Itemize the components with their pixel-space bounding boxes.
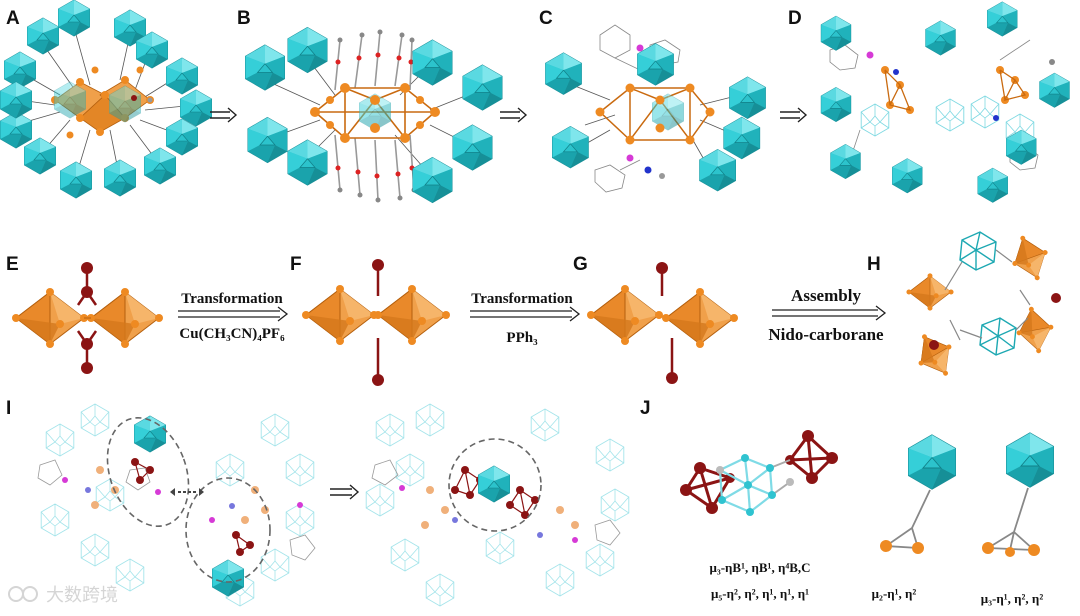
panel-label-b: B [237, 8, 251, 29]
reaction-e-f-bottom: Cu(CH₃CN)₄PF₆ [179, 326, 285, 342]
panel-b-structure [246, 28, 503, 203]
reaction-arrow-f-g: Transformation PPh₃ [470, 291, 579, 346]
reaction-arrow-e-f: Transformation Cu(CH₃CN)₄PF₆ [178, 291, 287, 342]
reaction-f-g-top: Transformation [471, 291, 573, 307]
panel-j-mode3 [982, 433, 1053, 557]
panel-label-e: E [6, 254, 19, 275]
panel-j-mode1 [680, 430, 838, 516]
reaction-f-g-bottom: PPh₃ [506, 330, 538, 346]
panel-label-f: F [290, 254, 302, 275]
panel-label-j: J [640, 398, 651, 419]
reaction-e-f-top: Transformation [181, 291, 283, 307]
arrow-c-d [780, 108, 806, 122]
panel-h-assembly [906, 229, 1061, 384]
mode1-label-line1: μ₃-ηB¹, ηB¹, η⁴B,C [709, 560, 810, 575]
arrow-i [330, 485, 358, 499]
arrow-a-b [210, 108, 236, 122]
panel-i-left-structure [38, 404, 315, 606]
reaction-g-h-top: Assembly [791, 286, 861, 305]
watermark-text: 大数跨境 [46, 585, 118, 606]
arrow-b-c [500, 108, 526, 122]
watermark: 大数跨境 [9, 585, 118, 606]
reaction-g-h-bottom: Nido-carborane [768, 325, 884, 344]
panel-label-g: G [573, 254, 588, 275]
panel-j-mode2 [880, 435, 955, 554]
reaction-arrow-g-h: Assembly Nido-carborane [768, 286, 885, 344]
panel-label-i: I [6, 398, 11, 419]
panel-label-d: D [788, 8, 802, 29]
panel-c-structure [546, 25, 766, 192]
panel-label-h: H [867, 254, 881, 275]
panel-d-structure [821, 2, 1069, 202]
panel-a-structure [0, 0, 211, 198]
panel-e-cluster [12, 262, 163, 374]
mode2-label: μ₂-η¹, η² [872, 586, 917, 601]
panel-label-a: A [6, 8, 20, 29]
panel-f-cluster [302, 259, 450, 386]
mode3-label: μ₃-η¹, η², η² [981, 591, 1044, 606]
mode1-label-line2: μ₅-η², η², η¹, η¹, η¹ [711, 586, 809, 601]
panel-g-cluster [587, 262, 738, 384]
panel-label-c: C [539, 8, 553, 29]
panel-i-right-structure [366, 404, 629, 606]
